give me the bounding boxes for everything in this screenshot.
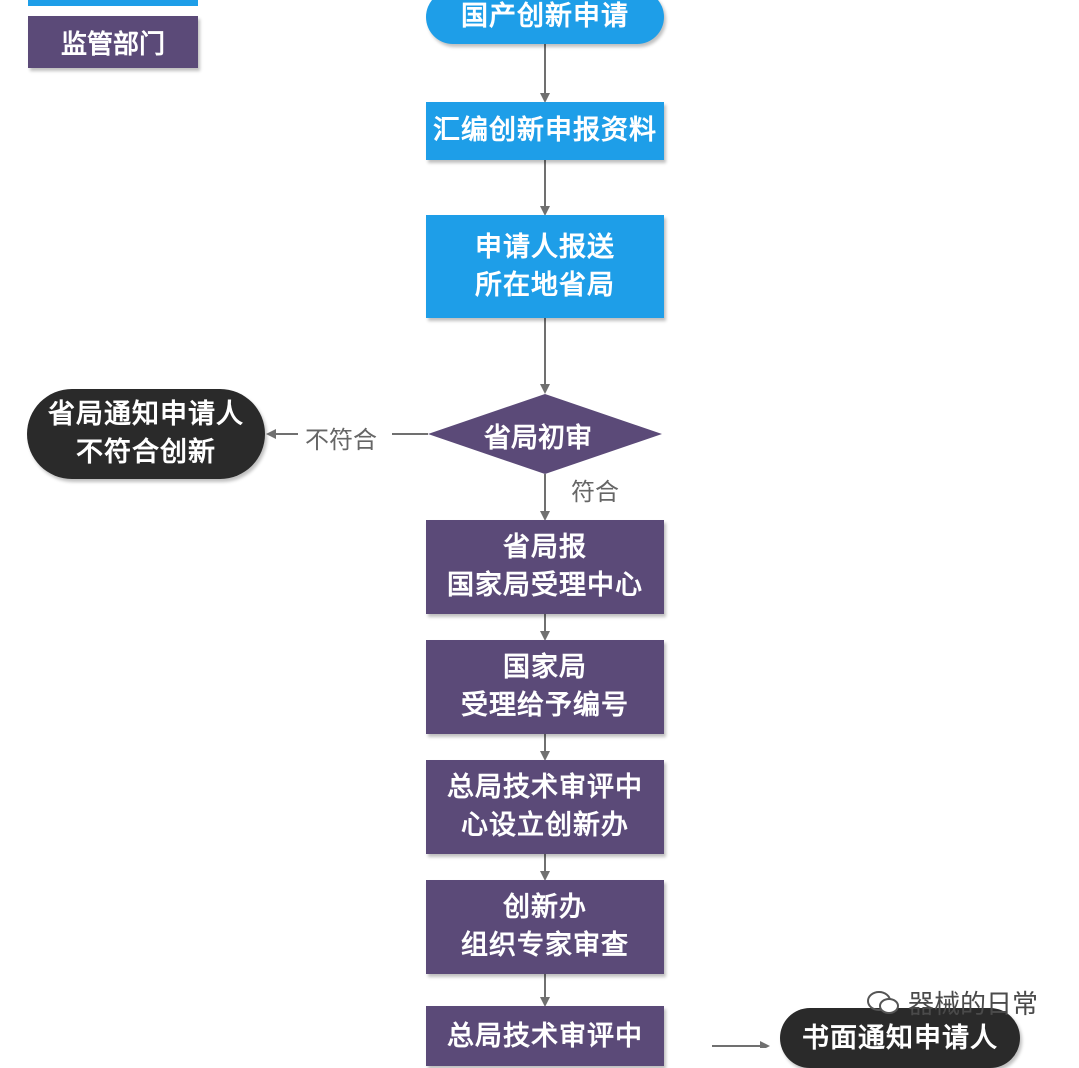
decision-label: 省局初审 <box>484 423 592 454</box>
decision-diamond <box>428 394 662 474</box>
node-set-innovation-office: 总局技术审评中 心设立创新办 <box>426 760 664 854</box>
node-compile-materials: 汇编创新申报资料 <box>426 102 664 160</box>
node-domestic-innovation-application: 国产创新申请 <box>426 0 664 44</box>
watermark-text: 器械的日常 <box>908 990 1039 1020</box>
node-submit-to-provincial: 申请人报送 所在地省局 <box>426 215 664 318</box>
legend-applicant-swatch <box>28 0 198 6</box>
legend-regulator: 监管部门 <box>28 16 198 68</box>
node-nmpa-accept-number: 国家局 受理给予编号 <box>426 640 664 734</box>
edge-label-compliant: 符合 <box>571 478 619 506</box>
node-expert-review: 创新办 组织专家审查 <box>426 880 664 974</box>
edge-label-not-compliant: 不符合 <box>305 426 377 454</box>
node-technical-review-bottom: 总局技术审评中 <box>426 1006 664 1066</box>
legend-regulator-label: 监管部门 <box>60 29 165 60</box>
node-notify-not-compliant: 省局通知申请人 不符合创新 <box>27 389 265 479</box>
watermark: 器械的日常 <box>866 984 1038 1021</box>
wechat-icon <box>867 990 899 1014</box>
node-report-to-nmpa: 省局报 国家局受理中心 <box>426 520 664 614</box>
